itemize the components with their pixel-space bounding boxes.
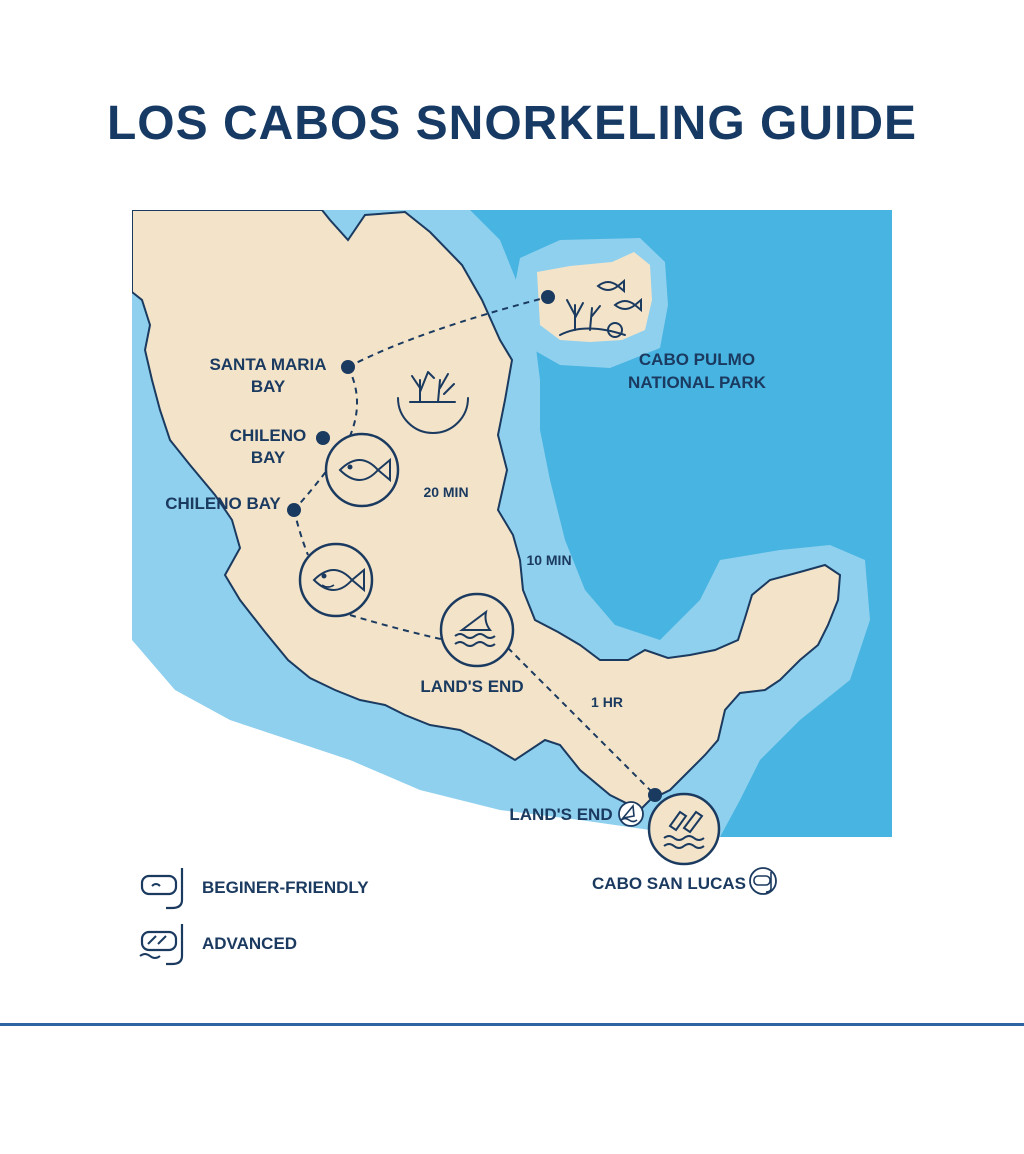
route-fish-to-landsend [349,614,446,641]
label-cabo-pulmo-line2: NATIONAL PARK [628,373,767,392]
baja-land [132,210,842,812]
legend-label-beginner: BEGINER-FRIENDLY [202,878,369,897]
coral-icon [559,278,642,338]
coral-icon [397,371,469,434]
location-dot-santa-maria[interactable] [341,360,355,374]
flippers-icon[interactable] [647,792,721,866]
label-chileno-1-line2: BAY [251,448,286,467]
legend-item-advanced: ADVANCED [138,922,297,966]
label-chileno-2: CHILENO BAY [165,494,281,513]
shark-fin-icon[interactable] [439,592,515,668]
snorkel-mask-icon [749,867,777,895]
snorkel-mask-icon [140,868,184,910]
legend-item-beginner: BEGINER-FRIENDLY [138,866,369,910]
snorkel-mask-icon [139,924,184,966]
label-santa-maria-line2: BAY [251,377,286,396]
location-dot-chileno-2[interactable] [287,503,301,517]
duration-10-min: 10 MIN [526,552,571,568]
map-lower-void [132,640,680,837]
label-santa-maria: SANTA MARIA [209,355,326,374]
route-santa-maria-to-chileno [347,366,359,437]
route-landsend-to-cabo [499,639,656,796]
route-santa-maria-to-pulmo [347,296,549,368]
label-lands-end-upper: LAND'S END [420,677,523,696]
location-dot-chileno-1[interactable] [316,431,330,445]
label-cabo-pulmo: CABO PULMO [639,350,755,369]
duration-1-hr: 1 HR [591,694,623,710]
shark-fin-icon [618,801,644,827]
duration-20-min: 20 MIN [423,484,468,500]
fish-icon[interactable] [324,432,400,508]
fish-icon[interactable] [298,542,374,618]
label-lands-end-lower: LAND'S END [509,805,612,824]
location-dot-cabo[interactable] [648,788,662,802]
label-chileno-1: CHILENO [230,426,307,445]
cabo-pulmo-island [537,252,652,342]
bottom-divider [0,1023,1024,1026]
page-title: LOS CABOS SNORKELING GUIDE [106,97,918,150]
location-dot-pulmo[interactable] [541,290,555,304]
route-chileno-to-chileno [293,435,351,511]
label-cabo-san-lucas: CABO SAN LUCAS [592,874,746,893]
legend-label-advanced: ADVANCED [202,934,298,953]
